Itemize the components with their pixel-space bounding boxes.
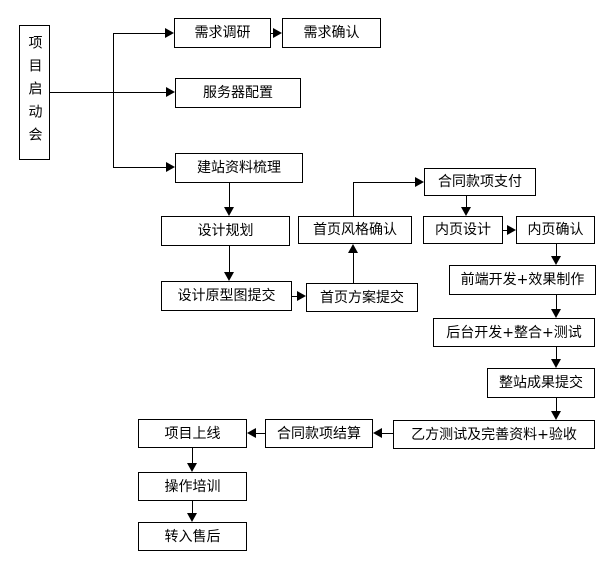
connector-line <box>353 182 354 216</box>
arrowhead-down-icon <box>187 513 197 522</box>
node-contract-settlement: 合同款项结算 <box>265 419 373 448</box>
arrowhead-down-icon <box>187 463 197 472</box>
node-transfer-after-sales: 转入售后 <box>138 522 247 551</box>
connector-line <box>382 433 393 434</box>
arrowhead-right-icon <box>165 28 174 38</box>
arrowhead-down-icon <box>224 207 234 216</box>
node-inner-page-confirmation: 内页确认 <box>516 216 595 244</box>
connector-line <box>50 92 166 93</box>
node-server-configuration: 服务器配置 <box>175 78 301 108</box>
connector-line <box>503 230 507 231</box>
connector-line <box>192 448 193 463</box>
connector-line <box>466 196 467 207</box>
arrowhead-right-icon <box>273 28 282 38</box>
node-project-kickoff: 项目启动会 <box>19 25 50 160</box>
connector-line <box>113 33 166 34</box>
node-site-material-sorting: 建站资料梳理 <box>175 153 303 183</box>
node-partyb-testing-acceptance: 乙方测试及完善资料+验收 <box>393 420 595 449</box>
connector-line <box>353 253 354 283</box>
node-design-prototype-submission: 设计原型图提交 <box>161 281 292 311</box>
arrowhead-down-icon <box>461 207 471 216</box>
connector-line <box>256 433 265 434</box>
arrowhead-down-icon <box>551 411 561 420</box>
arrowhead-right-icon <box>415 177 424 187</box>
connector-line <box>229 183 230 207</box>
connector-line <box>192 501 193 513</box>
arrowhead-right-icon <box>507 225 516 235</box>
connector-line <box>556 244 557 256</box>
arrowhead-left-icon <box>373 428 382 438</box>
node-requirements-confirmation: 需求确认 <box>282 18 381 48</box>
arrowhead-down-icon <box>224 272 234 281</box>
node-backend-development: 后台开发+整合+测试 <box>433 318 595 347</box>
connector-line <box>113 33 114 168</box>
arrowhead-down-icon <box>551 359 561 368</box>
node-site-results-submission: 整站成果提交 <box>487 368 595 398</box>
arrowhead-right-icon <box>166 87 175 97</box>
connector-line <box>229 246 230 272</box>
node-homepage-style-confirmation: 首页风格确认 <box>298 216 412 244</box>
arrowhead-up-icon <box>348 244 358 253</box>
arrowhead-right-icon <box>297 291 306 301</box>
node-contract-payment: 合同款项支付 <box>424 168 536 196</box>
arrowhead-right-icon <box>166 162 175 172</box>
node-inner-page-design: 内页设计 <box>423 216 503 244</box>
connector-line <box>556 347 557 359</box>
arrowhead-left-icon <box>247 428 256 438</box>
node-operation-training: 操作培训 <box>138 472 247 501</box>
node-homepage-plan-submission: 首页方案提交 <box>306 283 418 312</box>
arrowhead-down-icon <box>551 309 561 318</box>
connector-line <box>556 295 557 309</box>
connector-line <box>556 398 557 411</box>
connector-line <box>271 33 274 34</box>
node-project-launch: 项目上线 <box>138 419 247 448</box>
connector-line <box>292 296 297 297</box>
node-requirements-research: 需求调研 <box>174 18 271 48</box>
arrowhead-down-icon <box>551 256 561 265</box>
connector-line <box>113 167 166 168</box>
node-frontend-development: 前端开发+效果制作 <box>449 265 596 295</box>
connector-line <box>353 182 415 183</box>
node-design-planning: 设计规划 <box>161 216 290 246</box>
